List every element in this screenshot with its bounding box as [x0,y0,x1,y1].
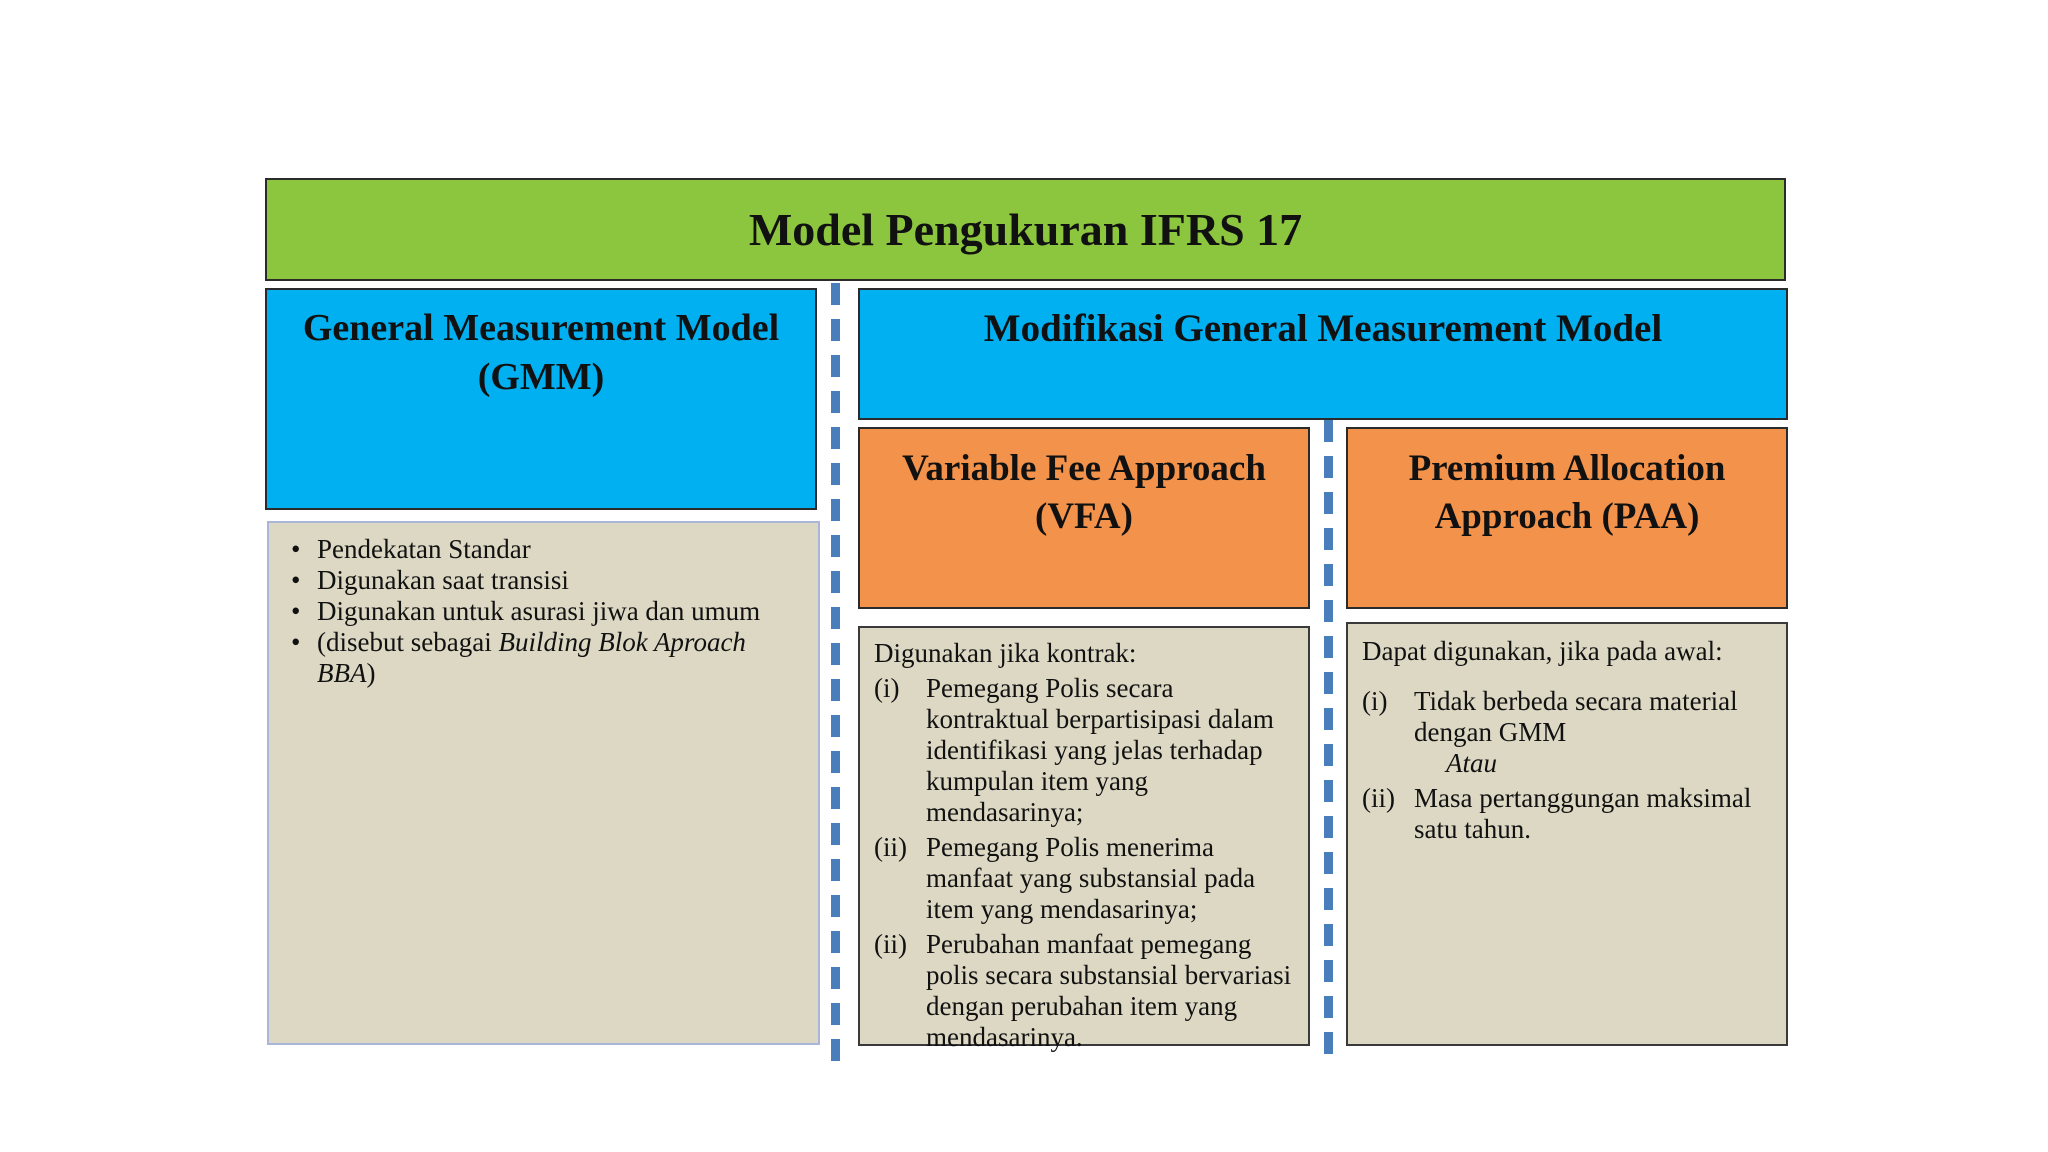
modification-heading: Modifikasi General Measurement Model [983,307,1663,350]
item-marker: (ii) [1362,783,1395,813]
bullet-icon: • [291,596,301,626]
item-marker: (ii) [874,929,907,959]
item-text-main: Tidak berbeda secara material dengan GMM [1414,686,1738,747]
gmm-header-box: General Measurement Model (GMM) [265,288,817,510]
list-item: (ii) Pemegang Polis menerima manfaat yan… [874,832,1296,925]
bullet-text: Pendekatan Standar [317,534,531,564]
item-text: Perubahan manfaat pemegang polis secara … [926,929,1292,1052]
gmm-heading: General Measurement Model (GMM) [302,307,780,398]
list-item: • Digunakan saat transisi [283,565,804,596]
vfa-header-box: Variable Fee Approach (VFA) [858,427,1310,609]
list-item: • (disebut sebagai Building Blok Aproach… [283,627,804,689]
list-item: (ii) Masa pertanggungan maksimal satu ta… [1362,783,1776,845]
item-marker: (i) [1362,686,1388,716]
item-marker: (ii) [874,832,907,862]
bullet-icon: • [291,627,301,657]
dashed-divider-right [1324,420,1333,1068]
title-banner: Model Pengukuran IFRS 17 [265,178,1786,281]
item-note: Atau [1446,748,1497,778]
modification-header-box: Modifikasi General Measurement Model [858,288,1788,420]
item-marker: (i) [874,673,900,703]
item-text: Masa pertanggungan maksimal satu tahun. [1414,783,1752,844]
bullet-icon: • [291,534,301,564]
paa-body-panel: Dapat digunakan, jika pada awal: (i) Tid… [1346,622,1788,1046]
bullet-text-suffix: ) [366,658,376,688]
paa-header-box: Premium Allocation Approach (PAA) [1346,427,1788,609]
bullet-text: Digunakan untuk asurasi jiwa dan umum [317,596,761,626]
list-item: • Digunakan untuk asurasi jiwa dan umum [283,596,804,627]
paa-heading: Premium Allocation Approach (PAA) [1408,448,1726,538]
paa-intro: Dapat digunakan, jika pada awal: [1362,636,1723,666]
list-item: (ii) Perubahan manfaat pemegang polis se… [874,929,1296,1053]
bullet-icon: • [291,565,301,595]
page-title: Model Pengukuran IFRS 17 [748,204,1303,255]
dashed-divider-left [831,283,840,1069]
list-item: (i) Pemegang Polis secara kontraktual be… [874,673,1296,828]
gmm-body-panel: • Pendekatan Standar • Digunakan saat tr… [267,521,820,1045]
item-text: Tidak berbeda secara material dengan GMM… [1414,686,1776,779]
item-text: Pemegang Polis secara kontraktual berpar… [926,673,1274,827]
vfa-heading: Variable Fee Approach (VFA) [902,448,1266,538]
vfa-body-panel: Digunakan jika kontrak: (i) Pemegang Pol… [858,626,1310,1052]
list-item: • Pendekatan Standar [283,534,804,565]
vfa-intro: Digunakan jika kontrak: [874,638,1137,668]
list-item: (i) Tidak berbeda secara material dengan… [1362,686,1776,779]
bullet-text-prefix: (disebut sebagai [317,627,499,657]
item-text: Pemegang Polis menerima manfaat yang sub… [926,832,1256,924]
bullet-text: Digunakan saat transisi [317,565,569,595]
bullet-text-italic: Building Blok Aproach BBA [317,627,746,688]
bullet-text: (disebut sebagai Building Blok Aproach B… [317,627,804,689]
